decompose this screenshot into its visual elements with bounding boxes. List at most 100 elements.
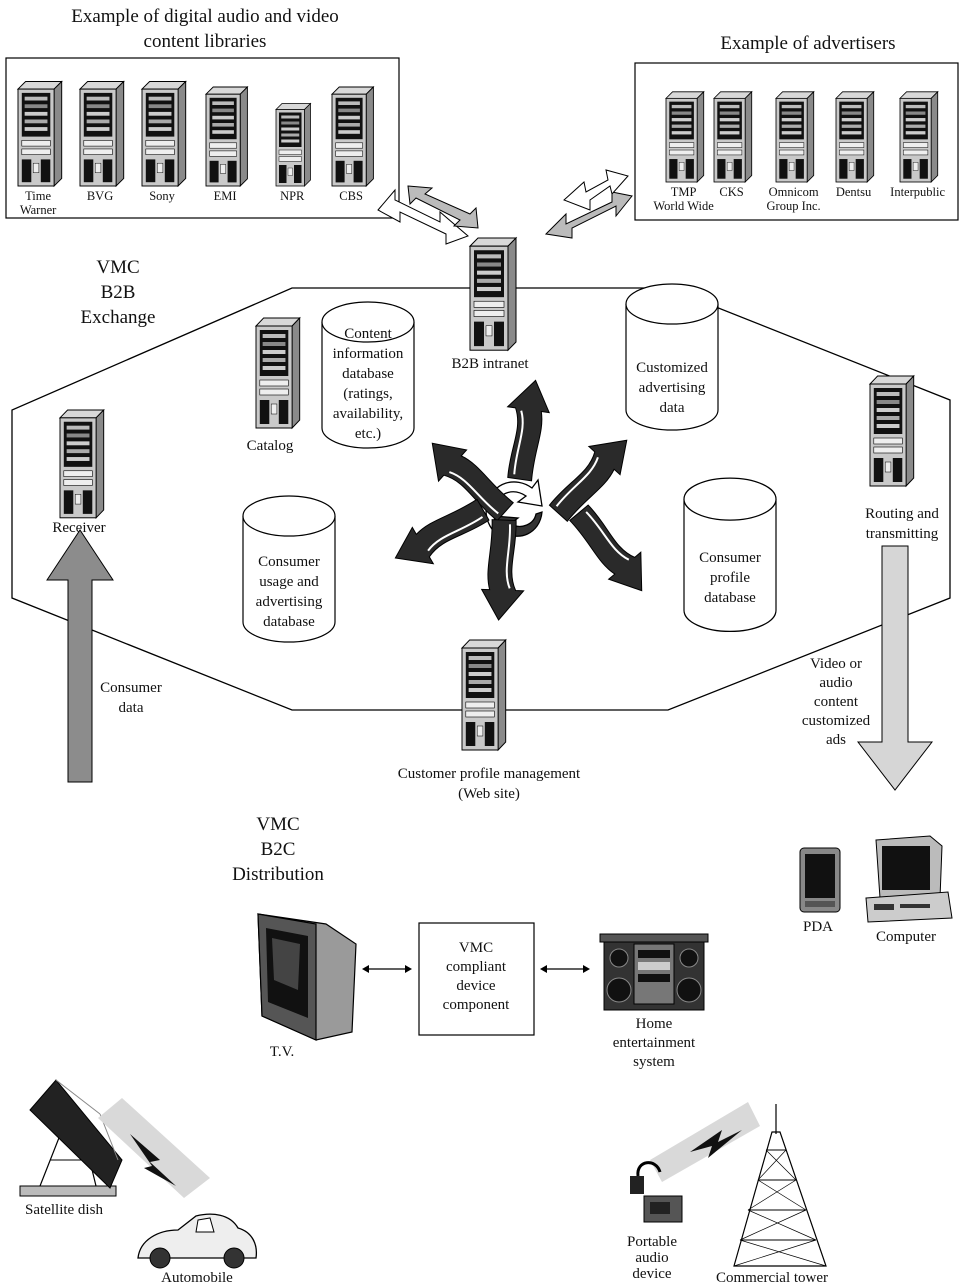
- libraries-title-2: content libraries: [144, 31, 267, 52]
- video-audio-label-3: content: [814, 694, 859, 710]
- consumer-data-arrow: [46, 529, 114, 783]
- content-db-label-1: Content: [344, 326, 392, 342]
- advertiser-label: Interpublic: [890, 185, 945, 199]
- tower-signal-icon: [650, 1102, 760, 1182]
- advertiser-server-icon: [899, 91, 939, 183]
- advertiser-label: Group Inc.: [767, 199, 821, 213]
- content-delivery-arrow: [856, 545, 934, 791]
- customized-ad-label-2: advertising: [639, 380, 706, 396]
- satellite-label: Satellite dish: [25, 1202, 103, 1218]
- library-server-icon: [331, 86, 374, 187]
- advertiser-label: TMP: [671, 185, 697, 199]
- routing-label-1: Routing and: [865, 506, 939, 522]
- consumer-usage-label-1: Consumer: [258, 554, 320, 570]
- consumer-data-label-1: Consumer: [100, 680, 162, 696]
- library-label: Time: [25, 189, 51, 203]
- consumer-profile-label-3: database: [704, 590, 756, 606]
- consumer-usage-label-2: usage and: [259, 574, 319, 590]
- computer-icon: [865, 835, 953, 923]
- library-server-icon: [17, 81, 63, 187]
- video-audio-label-1: Video or: [810, 656, 862, 672]
- customer-profile-label-1: Customer profile management: [398, 766, 581, 782]
- library-label: BVG: [87, 189, 113, 203]
- b2c-title-3: Distribution: [232, 864, 324, 885]
- b2b-intranet-server-icon: [469, 237, 517, 351]
- consumer-profile-label-1: Consumer: [699, 550, 761, 566]
- libraries-title: Example of digital audio and video: [71, 6, 339, 27]
- b2c-title-2: B2C: [261, 839, 296, 860]
- consumer-data-label-2: data: [119, 700, 144, 716]
- customer-profile-server-icon: [461, 639, 507, 751]
- content-db-label-2: information: [333, 346, 404, 362]
- home-entertainment-label-2: entertainment: [613, 1035, 696, 1051]
- library-label: Sony: [149, 189, 175, 203]
- content-db-label-5: availability,: [333, 406, 403, 422]
- tv-icon: [257, 913, 357, 1041]
- home-entertainment-label-3: system: [633, 1054, 675, 1070]
- computer-label: Computer: [876, 929, 936, 945]
- content-db-label-3: database: [342, 366, 394, 382]
- vmc-device-label-2: compliant: [446, 959, 507, 975]
- automobile-label: Automobile: [161, 1270, 233, 1286]
- library-label: NPR: [280, 189, 305, 203]
- video-audio-label-4: customized: [802, 713, 871, 729]
- home-entertainment-icon: [599, 933, 709, 1011]
- device-home-connector: [540, 965, 590, 973]
- b2b-intranet-label: B2B intranet: [451, 356, 529, 372]
- library-server-icon: [275, 103, 311, 187]
- advertiser-server-icon: [835, 91, 875, 183]
- arrow-to-consumer-profile-icon: [562, 497, 662, 604]
- pda-icon: [799, 847, 841, 913]
- receiver-server-icon: [59, 409, 105, 519]
- library-server-icon: [205, 86, 248, 187]
- portable-audio-label-1: Portable: [627, 1234, 677, 1250]
- b2b-title-1: VMC: [96, 257, 139, 278]
- libraries-exchange-arrow: [377, 185, 479, 245]
- vmc-device-label-4: component: [443, 997, 510, 1013]
- advertisers-exchange-arrow: [544, 169, 633, 239]
- portable-audio-label-3: device: [632, 1266, 671, 1282]
- customized-ad-label-3: data: [660, 400, 685, 416]
- video-audio-label-2: audio: [819, 675, 852, 691]
- tv-label: T.V.: [270, 1044, 294, 1060]
- advertiser-label: CKS: [719, 185, 743, 199]
- satellite-dish-icon: [19, 1079, 123, 1197]
- portable-audio-label-2: audio: [635, 1250, 668, 1266]
- video-audio-label-5: ads: [826, 732, 846, 748]
- catalog-label: Catalog: [247, 438, 294, 454]
- library-label: CBS: [339, 189, 363, 203]
- automobile-icon: [137, 1213, 258, 1269]
- advertisers-title: Example of advertisers: [720, 33, 895, 54]
- b2c-title-1: VMC: [256, 814, 299, 835]
- library-server-icon: [79, 81, 125, 187]
- tv-device-connector: [362, 965, 412, 973]
- library-label: EMI: [214, 189, 237, 203]
- advertiser-server-icon: [713, 91, 753, 183]
- advertisers-box: [634, 62, 959, 221]
- b2b-title-3: Exchange: [81, 307, 156, 328]
- libraries-box: [5, 57, 400, 219]
- library-server-icon: [141, 81, 187, 187]
- routing-server-icon: [869, 375, 915, 487]
- commercial-tower-icon: [733, 1104, 827, 1267]
- routing-label-2: transmitting: [866, 526, 939, 542]
- consumer-usage-label-4: database: [263, 614, 315, 630]
- b2b-exchange-octagon: [11, 287, 951, 711]
- advertiser-server-icon: [775, 91, 815, 183]
- library-label: Warner: [20, 203, 57, 217]
- content-db-label-4: (ratings,: [343, 386, 393, 402]
- tower-label: Commercial tower: [716, 1270, 828, 1286]
- home-entertainment-label-1: Home: [636, 1016, 673, 1032]
- customer-profile-label-2: (Web site): [458, 786, 520, 802]
- b2b-title-2: B2B: [101, 282, 136, 303]
- consumer-profile-label-2: profile: [710, 570, 750, 586]
- advertiser-label: Omnicom: [769, 185, 819, 199]
- arrow-to-consumer-usage-icon: [385, 491, 495, 580]
- customized-ad-label-1: Customized: [636, 360, 708, 376]
- satellite-signal-icon: [98, 1098, 210, 1198]
- vmc-device-box: [418, 922, 535, 1036]
- advertiser-server-icon: [665, 91, 705, 183]
- pda-label: PDA: [803, 919, 833, 935]
- advertiser-label: Dentsu: [836, 185, 872, 199]
